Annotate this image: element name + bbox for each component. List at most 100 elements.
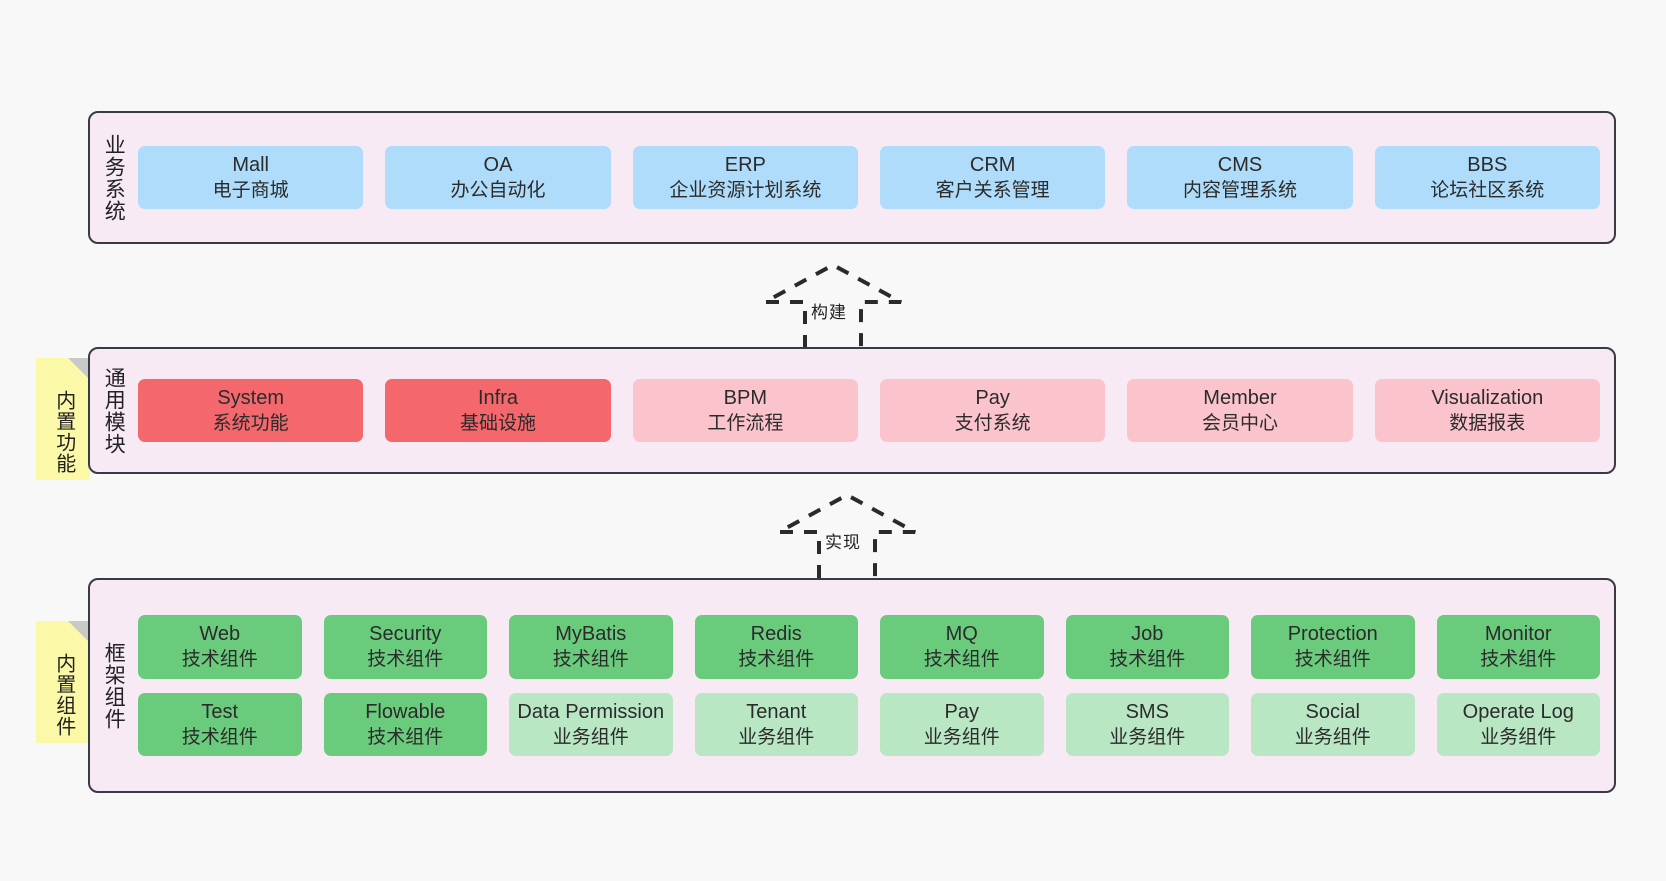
connector-build-arrow: 构建 <box>758 262 908 348</box>
card-title: Flowable <box>365 700 446 723</box>
card-erp[interactable]: ERP 企业资源计划系统 <box>632 145 858 210</box>
card-oa[interactable]: OA 办公自动化 <box>385 145 611 210</box>
layer-body-business-system: Mall 电子商城 OA 办公自动化 ERP 企业资源计划系统 CRM 客户关系… <box>136 113 1614 242</box>
note-fold-corner <box>68 621 90 643</box>
card-test[interactable]: Test 技术组件 <box>138 692 302 756</box>
connector-build-label: 构建 <box>811 303 847 322</box>
card-title: CMS <box>1217 153 1263 176</box>
card-title: Pay <box>944 700 979 723</box>
card-title: CRM <box>969 153 1016 176</box>
card-subtitle: 业务组件 <box>738 726 815 748</box>
card-subtitle: 业务组件 <box>1109 726 1186 748</box>
layer-common-module: 通用模块 System 系统功能 Infra 基础设施 BPM 工作流程 Pay… <box>88 347 1616 474</box>
layer-title-business-system: 业务系统 <box>102 133 126 222</box>
card-subtitle: 技术组件 <box>1109 649 1186 671</box>
card-title: Tenant <box>746 700 807 723</box>
layer-body-common-module: System 系统功能 Infra 基础设施 BPM 工作流程 Pay 支付系统… <box>136 349 1614 472</box>
card-subtitle: 技术组件 <box>1480 649 1557 671</box>
card-visualization[interactable]: Visualization 数据报表 <box>1374 378 1600 443</box>
card-mybatis[interactable]: MyBatis 技术组件 <box>509 615 673 679</box>
card-subtitle: 论坛社区系统 <box>1430 180 1545 202</box>
card-subtitle: 技术组件 <box>552 649 629 671</box>
note-builtin-components: 内置组件 <box>36 621 90 743</box>
card-system[interactable]: System 系统功能 <box>138 378 364 443</box>
card-social[interactable]: Social 业务组件 <box>1251 692 1415 756</box>
card-subtitle: 工作流程 <box>707 413 784 435</box>
layer-title-framework-component: 框架组件 <box>102 641 126 730</box>
card-subtitle: 办公自动化 <box>450 180 546 202</box>
card-title: Mall <box>232 153 269 176</box>
card-data-permission[interactable]: Data Permission 业务组件 <box>509 692 673 756</box>
card-title: Security <box>369 623 442 646</box>
card-title: Pay <box>975 386 1010 409</box>
card-title: Web <box>199 623 241 646</box>
card-subtitle: 技术组件 <box>367 649 444 671</box>
note-label: 内置组件 <box>52 653 75 737</box>
card-infra[interactable]: Infra 基础设施 <box>385 378 611 443</box>
layer-business-system: 业务系统 Mall 电子商城 OA 办公自动化 ERP 企业资源计划系统 CRM… <box>88 111 1616 244</box>
note-label: 内置功能 <box>52 390 75 474</box>
card-title: Monitor <box>1484 623 1552 646</box>
card-pay[interactable]: Pay 支付系统 <box>879 378 1106 443</box>
card-subtitle: 内容管理系统 <box>1182 180 1297 202</box>
card-protection[interactable]: Protection 技术组件 <box>1251 615 1415 679</box>
card-cms[interactable]: CMS 内容管理系统 <box>1127 145 1353 210</box>
card-title: Social <box>1305 700 1360 723</box>
card-row: Web 技术组件 Security 技术组件 MyBatis 技术组件 Redi… <box>138 615 1600 679</box>
card-title: Visualization <box>1431 386 1544 409</box>
card-bbs[interactable]: BBS 论坛社区系统 <box>1374 145 1600 210</box>
card-title: ERP <box>724 153 766 176</box>
card-title: Member <box>1203 386 1277 409</box>
card-subtitle: 企业资源计划系统 <box>669 180 822 202</box>
card-mq[interactable]: MQ 技术组件 <box>880 615 1044 679</box>
card-row: System 系统功能 Infra 基础设施 BPM 工作流程 Pay 支付系统… <box>138 378 1600 443</box>
card-web[interactable]: Web 技术组件 <box>138 615 302 679</box>
card-job[interactable]: Job 技术组件 <box>1065 615 1229 679</box>
card-subtitle: 技术组件 <box>367 726 444 748</box>
card-title: Job <box>1131 623 1164 646</box>
card-subtitle: 业务组件 <box>1480 726 1557 748</box>
card-bpm[interactable]: BPM 工作流程 <box>632 378 858 443</box>
card-title: MQ <box>945 623 978 646</box>
card-subtitle: 技术组件 <box>738 649 815 671</box>
card-row: Test 技术组件 Flowable 技术组件 Data Permission … <box>138 692 1600 756</box>
card-subtitle: 会员中心 <box>1201 413 1278 435</box>
card-title: Redis <box>750 623 802 646</box>
card-subtitle: 业务组件 <box>1294 726 1371 748</box>
card-title: Test <box>201 700 239 723</box>
layer-body-framework-component: Web 技术组件 Security 技术组件 MyBatis 技术组件 Redi… <box>136 580 1614 791</box>
card-redis[interactable]: Redis 技术组件 <box>694 615 858 679</box>
card-subtitle: 系统功能 <box>212 413 289 435</box>
card-title: Protection <box>1287 623 1378 646</box>
card-subtitle: 技术组件 <box>1294 649 1371 671</box>
card-title: Operate Log <box>1462 700 1574 723</box>
card-title: Data Permission <box>517 700 665 723</box>
card-subtitle: 电子商城 <box>212 180 289 202</box>
card-title: MyBatis <box>555 623 627 646</box>
card-subtitle: 支付系统 <box>954 413 1031 435</box>
card-subtitle: 技术组件 <box>181 649 258 671</box>
card-operate-log[interactable]: Operate Log 业务组件 <box>1436 692 1600 756</box>
card-subtitle: 技术组件 <box>181 726 258 748</box>
connector-implement-arrow: 实现 <box>772 492 922 578</box>
card-subtitle: 基础设施 <box>459 413 536 435</box>
card-member[interactable]: Member 会员中心 <box>1127 378 1353 443</box>
card-title: OA <box>483 153 513 176</box>
card-sms[interactable]: SMS 业务组件 <box>1065 692 1229 756</box>
card-title: BBS <box>1467 153 1508 176</box>
card-flowable[interactable]: Flowable 技术组件 <box>323 692 487 756</box>
card-pay-component[interactable]: Pay 业务组件 <box>880 692 1044 756</box>
card-tenant[interactable]: Tenant 业务组件 <box>694 692 858 756</box>
card-title: BPM <box>723 386 767 409</box>
card-crm[interactable]: CRM 客户关系管理 <box>879 145 1106 210</box>
card-mall[interactable]: Mall 电子商城 <box>138 145 364 210</box>
card-subtitle: 技术组件 <box>923 649 1000 671</box>
card-monitor[interactable]: Monitor 技术组件 <box>1436 615 1600 679</box>
layer-title-common-module: 通用模块 <box>102 366 126 455</box>
card-security[interactable]: Security 技术组件 <box>323 615 487 679</box>
note-builtin-features: 内置功能 <box>36 358 90 480</box>
card-title: Infra <box>477 386 518 409</box>
card-title: System <box>217 386 284 409</box>
card-row: Mall 电子商城 OA 办公自动化 ERP 企业资源计划系统 CRM 客户关系… <box>138 145 1600 210</box>
